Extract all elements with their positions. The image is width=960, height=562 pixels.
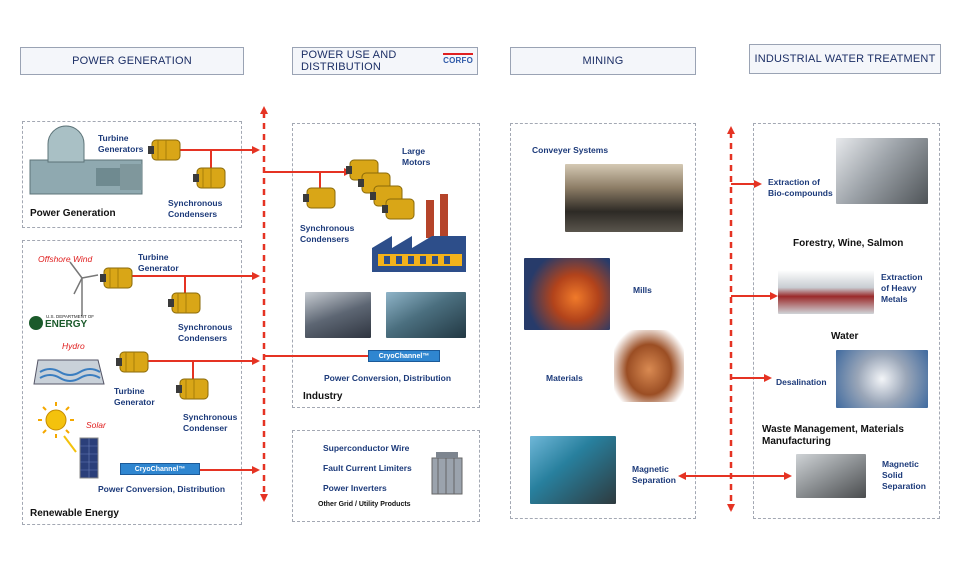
label-magnetic-solid-separation: Magnetic Solid Separation xyxy=(882,459,926,491)
cryochannel-badge-renewable: CryoChannel™ xyxy=(120,463,200,475)
label-bio-compounds: Extraction of Bio-compounds xyxy=(768,177,833,198)
heavy-metals-photo xyxy=(778,270,874,314)
label-turbine-generator-1: Turbine Generator xyxy=(138,252,179,273)
label-heavy-metals: Extraction of Heavy Metals xyxy=(881,272,923,304)
box-title-industry: Industry xyxy=(303,391,343,402)
magnetic-separator-photo xyxy=(530,436,616,504)
conveyer-photo xyxy=(565,164,683,232)
label-waste-management: Waste Management, Materials Manufacturin… xyxy=(762,424,904,447)
header-power-generation: POWER GENERATION xyxy=(20,47,244,75)
hydro-dam-icon xyxy=(33,359,105,385)
sun-icon xyxy=(38,402,77,453)
label-water: Water xyxy=(831,331,859,342)
label-superconductor-wire: Superconductor Wire xyxy=(323,443,410,453)
label-energy: ENERGY xyxy=(45,319,88,330)
label-materials: Materials xyxy=(546,373,583,383)
label-turbine-generator-2: Turbine Generator xyxy=(114,386,155,407)
mill-photo xyxy=(524,258,610,330)
desalination-photo xyxy=(836,350,928,408)
magnetic-solid-photo xyxy=(796,454,866,498)
doe-seal-icon xyxy=(29,316,43,330)
factory-icon xyxy=(372,194,466,272)
label-offshore-wind: Offshore Wind xyxy=(38,254,93,264)
label-other-grid-products: Other Grid / Utility Products xyxy=(318,501,411,508)
label-power-inverters: Power Inverters xyxy=(323,483,387,493)
label-turbine-generators: Turbine Generators xyxy=(98,133,144,154)
label-synchronous-condensers: Synchronous Condensers xyxy=(168,198,223,219)
box-title-renewable-energy: Renewable Energy xyxy=(30,508,119,519)
server-room-photo xyxy=(305,292,371,338)
label-power-conversion-industry: Power Conversion, Distribution xyxy=(324,373,452,383)
nuclear-plant-icon xyxy=(29,125,143,195)
label-power-conversion-renewable: Power Conversion, Distribution xyxy=(98,484,226,494)
corfo-logo: CORFO xyxy=(443,53,473,65)
header-mining: MINING xyxy=(510,47,696,75)
solar-panel-icon xyxy=(79,437,99,479)
label-conveyer-systems: Conveyer Systems xyxy=(532,145,609,155)
copper-wire-photo xyxy=(614,330,684,402)
label-magnetic-separation: Magnetic Separation xyxy=(632,464,676,485)
cryochannel-badge-industry: CryoChannel™ xyxy=(368,350,440,362)
label-desalination: Desalination xyxy=(776,377,827,387)
label-fault-current-limiters: Fault Current Limiters xyxy=(323,463,412,473)
label-solar: Solar xyxy=(86,420,106,430)
label-energy-small: U.S. DEPARTMENT OF xyxy=(46,314,95,319)
label-synchronous-condensers-2: Synchronous Condensers xyxy=(178,322,233,343)
transformer-icon xyxy=(431,452,463,495)
label-synchronous-condenser: Synchronous Condenser xyxy=(183,412,238,433)
label-mills: Mills xyxy=(633,285,652,295)
label-hydro: Hydro xyxy=(62,341,85,351)
header-power-use: POWER USE AND DISTRIBUTION CORFO xyxy=(292,47,478,75)
generator-icons xyxy=(100,139,415,400)
wind-turbine-icon xyxy=(69,261,99,316)
bio-extraction-photo xyxy=(836,138,928,204)
label-large-motors: Large Motors xyxy=(402,146,431,167)
pipes-photo xyxy=(386,292,466,338)
label-synchronous-condensers-industry: Synchronous Condensers xyxy=(300,223,355,244)
box-title-power-generation: Power Generation xyxy=(30,208,116,219)
header-water-treatment: INDUSTRIAL WATER TREATMENT xyxy=(749,44,941,74)
label-forestry-wine-salmon: Forestry, Wine, Salmon xyxy=(793,238,904,249)
